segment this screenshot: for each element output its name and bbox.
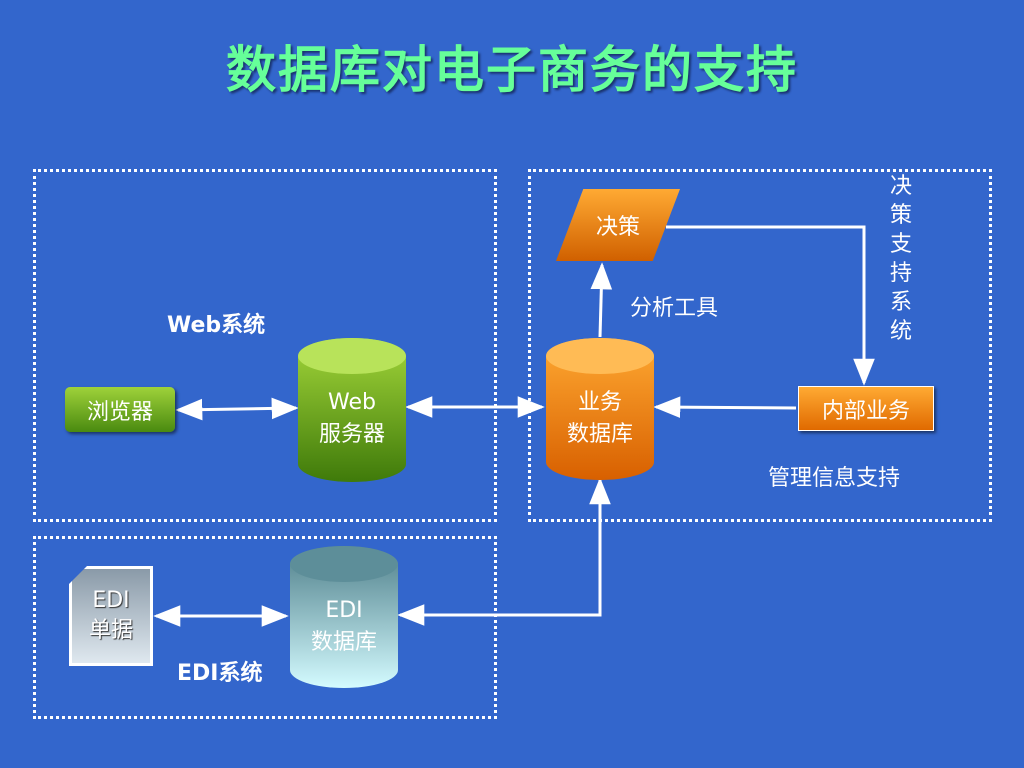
page-title: 数据库对电子商务的支持 (226, 41, 798, 99)
business-db-node: 业务 数据库 (546, 338, 654, 480)
web-server-line1: Web (328, 390, 376, 415)
business-db-line1: 业务 (577, 390, 622, 415)
edi-db-line1: EDI (325, 598, 363, 623)
web-system-region (33, 169, 497, 522)
management-info-label: 管理信息支持 (768, 466, 901, 491)
edi-db-node: EDI 数据库 (290, 546, 398, 688)
edi-db-business-db-arrow (397, 477, 611, 626)
analysis-tools-label: 分析工具 (630, 296, 719, 321)
edi-document-node: EDI 单据 (69, 566, 153, 666)
web-server-cylinder-icon (298, 338, 406, 482)
edi-db-cylinder-icon (290, 546, 398, 688)
edi-document-line1: EDI (92, 588, 130, 613)
browser-web-server-arrow (175, 397, 299, 421)
business-db-cylinder-icon (546, 338, 654, 480)
edi-db-line2: 数据库 (310, 630, 377, 655)
internal-business-db-arrow (653, 396, 797, 418)
browser-node: 浏览器 (65, 387, 175, 432)
edi-document-line2: 单据 (88, 618, 133, 643)
web-server-line2: 服务器 (318, 422, 385, 447)
business-db-line2: 数据库 (566, 422, 633, 447)
web-system-label: Web系统 (167, 313, 266, 338)
decision-support-label: 决策支持系统 (889, 174, 912, 344)
edi-system-label: EDI系统 (177, 661, 263, 686)
decision-internal-business-arrow (666, 225, 875, 386)
management-region (528, 169, 992, 522)
edi-system-region (33, 536, 497, 719)
web-server-node: Web 服务器 (298, 338, 406, 482)
business-db-decision-arrow (590, 262, 613, 338)
internal-business-node: 内部业务 (798, 386, 934, 431)
